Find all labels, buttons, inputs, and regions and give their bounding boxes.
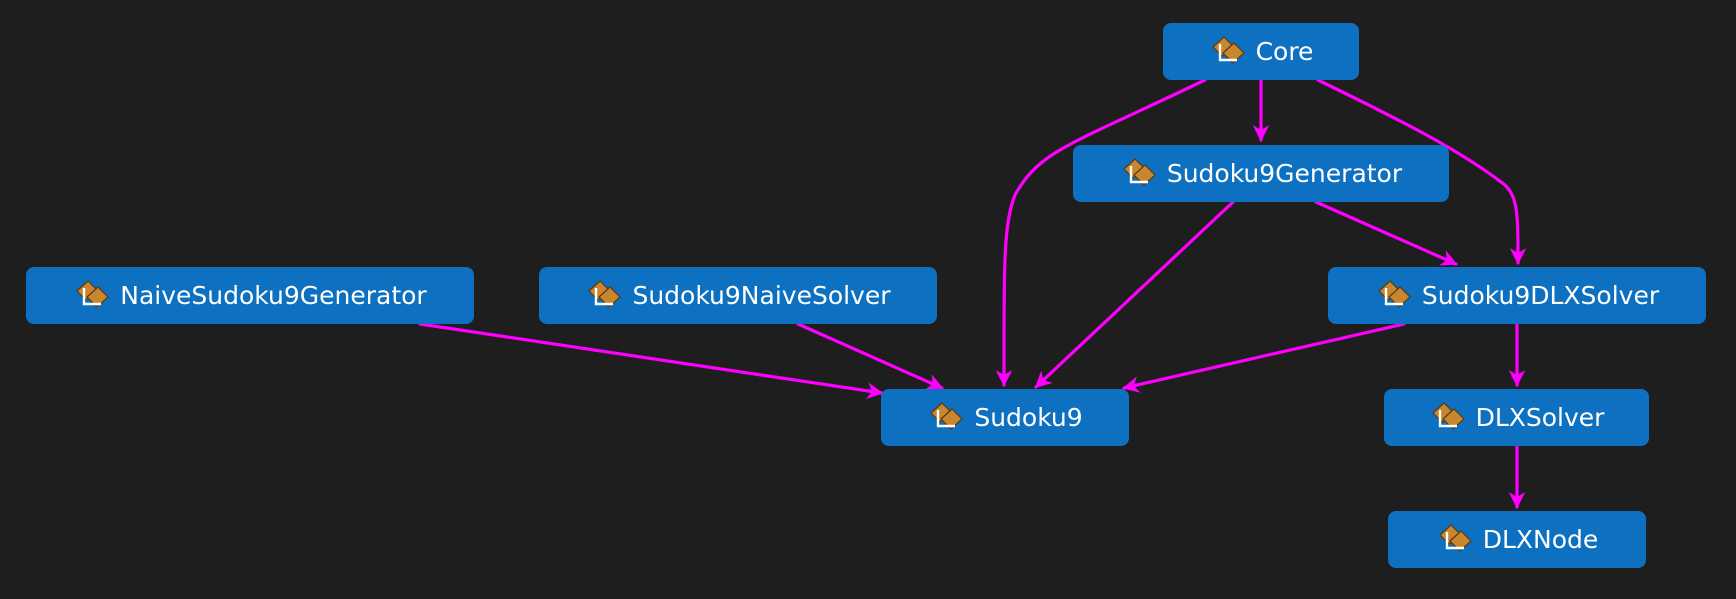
node-dlx-solver[interactable]: DLXSolver <box>1384 389 1649 446</box>
node-label: DLXSolver <box>1475 403 1605 432</box>
node-core[interactable]: Core <box>1163 23 1359 80</box>
edge-sudoku9-generator-to-sudoku9-dlx-solver <box>1314 200 1458 266</box>
edge-naive-sudoku9-generator-to-sudoku9 <box>418 322 884 400</box>
edge-core-to-sudoku9-dlx-solver <box>1316 78 1527 265</box>
class-module-icon <box>1431 401 1465 430</box>
edge-core-to-sudoku9 <box>995 78 1207 387</box>
node-label: Core <box>1255 37 1314 66</box>
node-sudoku9-dlx-solver[interactable]: Sudoku9DLXSolver <box>1328 267 1706 324</box>
edge-sudoku9-dlx-solver-to-sudoku9 <box>1122 322 1406 393</box>
node-dlx-node[interactable]: DLXNode <box>1388 511 1646 568</box>
node-sudoku9-naive-solver[interactable]: Sudoku9NaiveSolver <box>539 267 937 324</box>
node-label: Sudoku9Generator <box>1166 159 1403 188</box>
node-label: Sudoku9 <box>974 403 1083 432</box>
class-module-icon <box>1122 157 1156 186</box>
node-sudoku9[interactable]: Sudoku9 <box>881 389 1129 446</box>
edge-sudoku9-naive-solver-to-sudoku9 <box>796 322 944 390</box>
node-label: NaiveSudoku9Generator <box>120 281 427 310</box>
class-module-icon <box>588 279 622 308</box>
class-module-icon <box>1438 523 1472 552</box>
class-module-icon <box>1378 279 1411 308</box>
class-module-icon <box>1211 35 1245 64</box>
class-module-icon <box>930 401 964 430</box>
node-naive-sudoku9-generator[interactable]: NaiveSudoku9Generator <box>26 267 474 324</box>
node-label: Sudoku9NaiveSolver <box>632 281 891 310</box>
node-sudoku9-generator[interactable]: Sudoku9Generator <box>1073 145 1449 202</box>
node-label: DLXNode <box>1482 525 1599 554</box>
class-module-icon <box>76 279 110 308</box>
node-label: Sudoku9DLXSolver <box>1421 281 1660 310</box>
edge-sudoku9-generator-to-sudoku9 <box>1034 200 1235 389</box>
